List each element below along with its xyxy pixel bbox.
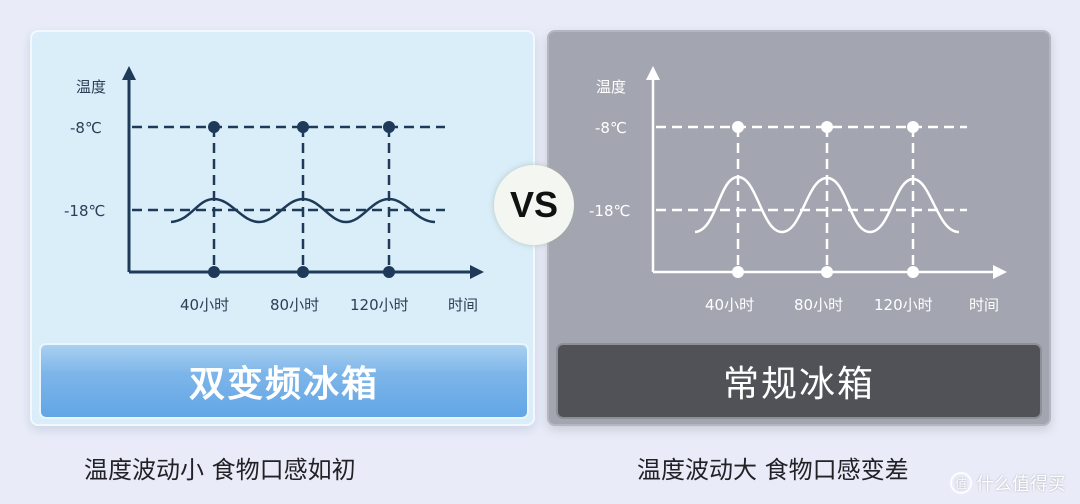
x-tick-120h: 120小时: [874, 296, 933, 314]
y-tick-minus18: -18℃: [589, 202, 630, 220]
y-axis-arrow-icon: [122, 66, 136, 80]
regular-fridge-temperature-chart: 温度 -8℃ -18℃ 40小时 80小时 120小时 时间: [589, 66, 1007, 314]
y-axis-arrow-icon: [646, 66, 660, 80]
x-tick-40h: 40小时: [705, 296, 754, 314]
dual-inverter-fridge-panel: 温度 -8℃ -18℃ 40小时 80小时 120小时 时间 双变频冰箱: [30, 30, 535, 426]
x-tick-40h: 40小时: [180, 296, 229, 314]
dual-inverter-fridge-label: 双变频冰箱: [39, 343, 529, 419]
x-axis-arrow-icon: [993, 265, 1007, 279]
x-tick-80h: 80小时: [270, 296, 319, 314]
regular-fridge-panel: 温度 -8℃ -18℃ 40小时 80小时 120小时 时间 常规冰箱: [547, 30, 1051, 426]
x-axis-arrow-icon: [470, 265, 484, 279]
x-axis-label: 时间: [448, 296, 478, 314]
smzdm-logo-icon: 值: [950, 472, 972, 494]
y-axis-label: 温度: [596, 78, 626, 96]
regular-fridge-caption: 温度波动大 食物口感变差: [637, 456, 909, 484]
temperature-curve-large: [694, 175, 960, 234]
x-tick-80h: 80小时: [794, 296, 843, 314]
y-axis-label: 温度: [76, 78, 106, 96]
temperature-curve-small: [170, 197, 436, 224]
dual-inverter-caption: 温度波动小 食物口感如初: [84, 456, 356, 484]
watermark-text: 什么值得买: [976, 474, 1066, 495]
regular-fridge-label: 常规冰箱: [556, 343, 1042, 419]
x-axis-label: 时间: [969, 296, 999, 314]
y-tick-minus18: -18℃: [64, 202, 105, 220]
x-tick-120h: 120小时: [350, 296, 409, 314]
y-tick-minus8: -8℃: [70, 119, 102, 137]
dual-inverter-temperature-chart: 温度 -8℃ -18℃ 40小时 80小时 120小时 时间: [64, 66, 484, 314]
y-tick-minus8: -8℃: [595, 119, 627, 137]
watermark: 值 什么值得买: [950, 470, 1066, 496]
vs-badge: VS: [494, 165, 574, 245]
